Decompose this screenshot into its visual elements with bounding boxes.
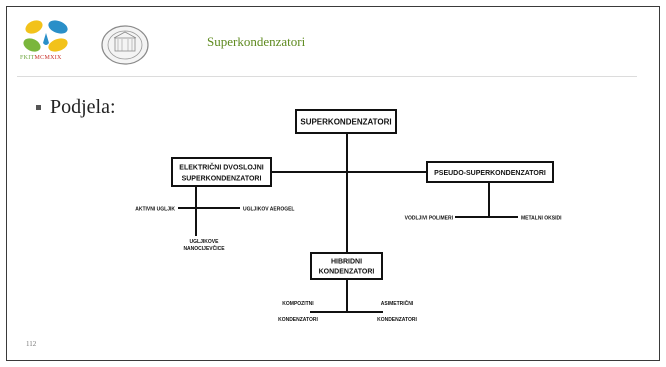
label-pseudo: PSEUDO-SUPERKONDENZATORI — [434, 170, 546, 177]
header-divider — [17, 76, 637, 77]
leaf-aktivni-ugljik: AKTIVNI UGLJIK — [135, 207, 175, 213]
leaf-metalni-oksidi: METALNI OKSIDI — [521, 216, 562, 222]
leaf-asimetricni-line2: KONDENZATORI — [377, 317, 417, 323]
box-hibridni — [310, 252, 383, 280]
label-hibridni-line2: KONDENZATORI — [319, 269, 375, 276]
bullet-text: Podjela: — [50, 96, 116, 118]
page-number: 112 — [26, 340, 37, 348]
leaf-asimetricni-line1: ASIMETRIČNI — [381, 300, 414, 307]
leaf-nanocjevcice-line1: UGLJIKOVE — [190, 239, 220, 245]
slide — [6, 6, 660, 361]
bullet-marker — [36, 105, 41, 110]
leaf-nanocjevcice-line2: NANOCIJEVČICE — [183, 245, 225, 252]
logo-text: FKITMCMXIX — [20, 55, 62, 61]
leaf-kompozitni-line2: KONDENZATORI — [278, 317, 318, 323]
leaf-vodljivi-polimeri: VODLJIVI POLIMERI — [405, 216, 454, 222]
box-elektricni-dvoslojni — [171, 157, 272, 187]
label-superkondenzatori: SUPERKONDENZATORI — [300, 118, 391, 127]
label-hibridni-line1: HIBRIDNI — [331, 259, 362, 266]
label-edl-line2: SUPERKONDENZATORI — [182, 176, 262, 183]
university-seal-icon — [101, 25, 149, 65]
header-title: Superkondenzatori — [207, 34, 306, 49]
box-superkondenzatori — [295, 109, 397, 134]
bullet-item: Podjela: — [36, 96, 116, 119]
leaf-ugljikov-aerogel: UGLJIKOV AEROGEL — [243, 207, 295, 213]
label-edl-line1: ELEKTRIČNI DVOSLOJNI — [179, 163, 263, 172]
leaf-kompozitni-line1: KOMPOZITNI — [282, 301, 314, 307]
fkit-logo-icon — [23, 20, 68, 52]
box-pseudo — [426, 161, 554, 183]
